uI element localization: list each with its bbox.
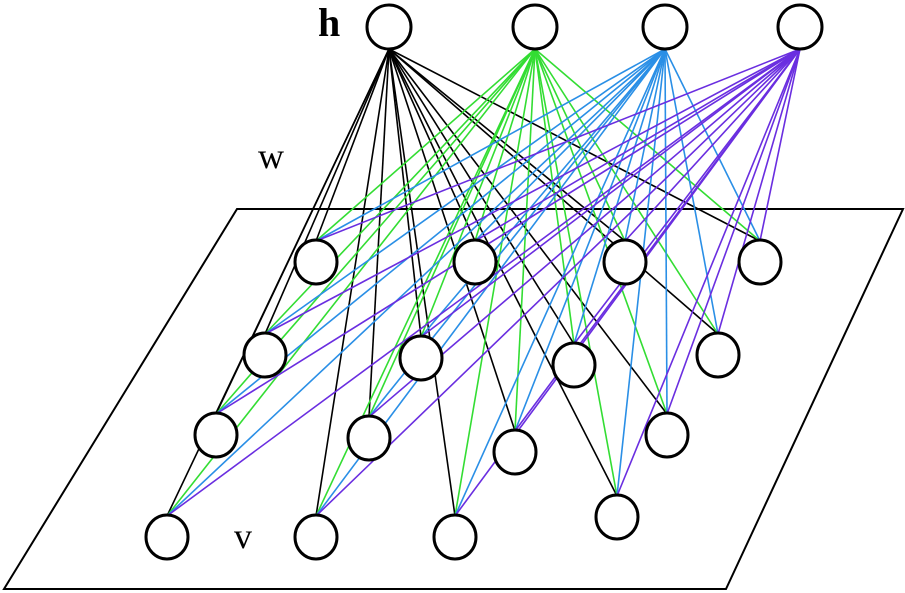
visible-units xyxy=(144,238,783,561)
visible-unit-3 xyxy=(602,238,648,286)
weight-edge-h2-v15 xyxy=(454,48,536,517)
weight-edge-h1-v11 xyxy=(388,48,516,432)
hidden-layer-label: h xyxy=(318,0,340,45)
weight-edge-h2-v11 xyxy=(514,48,536,432)
visible-unit-9 xyxy=(193,411,239,459)
weight-edge-h1-v7 xyxy=(388,48,575,345)
weight-edge-h2-v16 xyxy=(534,48,618,497)
hidden-unit-3 xyxy=(641,3,689,51)
weight-edge-h2-v10 xyxy=(368,48,536,418)
weight-edge-h2-v3 xyxy=(534,48,626,242)
hidden-units xyxy=(365,3,824,51)
visible-unit-7 xyxy=(551,341,597,389)
hidden-unit-2 xyxy=(511,3,559,51)
weight-edge-h4-v1 xyxy=(315,48,801,242)
visible-unit-10 xyxy=(346,414,392,462)
weight-edge-h2-v6 xyxy=(420,48,536,338)
weight-edge-h4-v5 xyxy=(264,48,801,335)
visible-unit-8 xyxy=(695,331,741,379)
weight-edge-h1-v3 xyxy=(388,48,626,242)
visible-unit-1 xyxy=(293,238,339,286)
weight-edge-h2-v12 xyxy=(534,48,668,415)
weight-edge-h4-v6 xyxy=(420,48,801,338)
weight-edge-h4-v12 xyxy=(666,48,801,415)
weight-edge-h2-v1 xyxy=(315,48,536,242)
visible-unit-16 xyxy=(594,493,640,541)
weight-edge-h4-v2 xyxy=(474,48,801,242)
weights-label: w xyxy=(258,136,284,176)
weight-edge-h1-v15 xyxy=(388,48,456,517)
weight-edge-h3-v6 xyxy=(420,48,666,338)
visible-unit-4 xyxy=(737,238,783,286)
weight-edge-h1-v10 xyxy=(368,48,390,418)
visible-unit-2 xyxy=(452,238,498,286)
hidden-unit-4 xyxy=(776,3,824,51)
weight-edge-h1-v5 xyxy=(264,48,390,335)
weight-edge-h4-v3 xyxy=(624,48,801,242)
weight-edge-h1-v16 xyxy=(388,48,618,497)
weight-edge-h4-v14 xyxy=(315,48,801,517)
visible-unit-15 xyxy=(432,513,478,561)
weight-edge-h3-v7 xyxy=(573,48,666,345)
weight-edge-h3-v13 xyxy=(166,48,666,517)
visible-unit-13 xyxy=(144,513,190,561)
weight-edge-h3-v1 xyxy=(315,48,666,242)
weight-edge-h4-v9 xyxy=(215,48,801,415)
weight-edge-h2-v5 xyxy=(264,48,536,335)
weight-edge-h3-v9 xyxy=(215,48,666,415)
visible-layer-label: v xyxy=(234,516,252,556)
weight-edge-h4-v16 xyxy=(616,48,801,497)
visible-unit-14 xyxy=(293,513,339,561)
visible-unit-11 xyxy=(492,428,538,476)
weight-edge-h4-v8 xyxy=(717,48,801,335)
hidden-unit-1 xyxy=(365,3,413,51)
visible-unit-5 xyxy=(242,331,288,379)
weight-edge-h3-v2 xyxy=(474,48,666,242)
weight-edge-h2-v2 xyxy=(474,48,536,242)
weight-edge-h2-v8 xyxy=(534,48,719,335)
weight-edge-h1-v4 xyxy=(388,48,761,242)
weight-edge-h1-v1 xyxy=(315,48,390,242)
visible-unit-6 xyxy=(398,334,444,382)
weight-edge-h3-v15 xyxy=(454,48,666,517)
visible-unit-12 xyxy=(644,411,690,459)
weight-edge-h1-v14 xyxy=(315,48,390,517)
weight-edge-h3-v5 xyxy=(264,48,666,335)
weight-edge-h4-v4 xyxy=(759,48,801,242)
